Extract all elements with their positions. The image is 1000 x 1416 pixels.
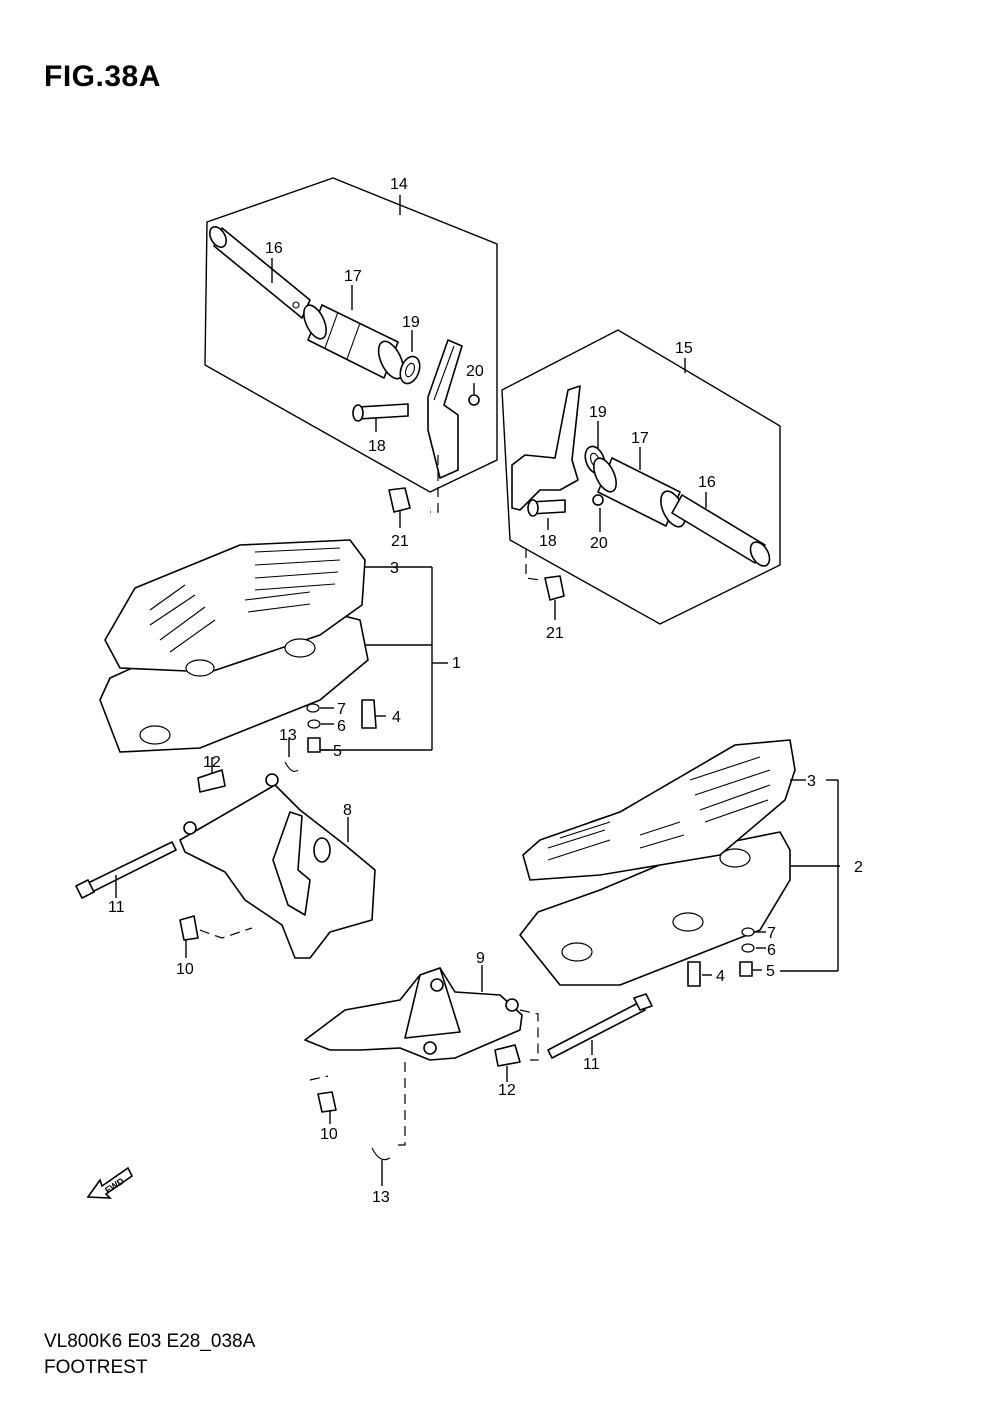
callout-11-right: 11: [583, 1056, 600, 1073]
callout-6-right: 6: [767, 942, 776, 959]
callout-3-left: 3: [390, 560, 399, 577]
callout-7-left: 7: [337, 701, 346, 718]
callout-13-right: 13: [372, 1189, 390, 1206]
washer-19-left: [399, 330, 421, 385]
bracket-right: [511, 385, 606, 532]
callout-4-right: 4: [716, 968, 725, 985]
fwd-arrow-icon: FWD: [86, 1166, 134, 1199]
callout-17-right: 17: [631, 430, 649, 447]
callout-18-right: 18: [539, 533, 557, 550]
roller-17-left: [303, 285, 405, 380]
callout-15: 15: [675, 340, 693, 357]
callout-12-right: 12: [498, 1082, 516, 1099]
pin-16-right: [671, 492, 771, 567]
callout-11-left: 11: [108, 899, 125, 916]
callout-16-right: 16: [698, 474, 716, 491]
callout-10-right: 10: [320, 1126, 338, 1143]
callout-8: 8: [343, 802, 352, 819]
callout-1: 1: [452, 655, 461, 672]
section-name: FOOTREST: [44, 1357, 148, 1378]
callout-12-left: 12: [203, 754, 221, 771]
hardware-right: [687, 927, 766, 987]
callout-20-right: 20: [590, 535, 608, 552]
callout-4-left: 4: [392, 709, 401, 726]
bracket-left: [352, 339, 480, 513]
floorboard-left: [99, 539, 448, 753]
callout-7-right: 7: [767, 925, 776, 942]
callout-labels: 14 16 17 19 20 18 21 15 19 17 16 18 20 2…: [108, 176, 863, 1206]
model-code: VL800K6 E03 E28_038A: [44, 1331, 256, 1352]
callout-13-left: 13: [279, 727, 297, 744]
callout-19-left: 19: [402, 314, 420, 331]
roller-17-right: [593, 447, 686, 528]
bolt-21-right: [525, 548, 565, 620]
bolt-21-left: [388, 487, 411, 528]
callout-21-right: 21: [546, 625, 564, 642]
figure-title: FIG.38A: [44, 60, 161, 93]
mount-bracket-8: [75, 757, 376, 959]
assembly-box-15: [501, 329, 781, 625]
callout-16-left: 16: [265, 240, 283, 257]
callout-21-left: 21: [391, 533, 409, 550]
hardware-left: [284, 699, 386, 772]
callout-10-left: 10: [176, 961, 194, 978]
callout-17-left: 17: [344, 268, 362, 285]
pin-16-left: [209, 226, 311, 319]
callout-6-left: 6: [337, 718, 346, 735]
callout-3-right: 3: [807, 773, 816, 790]
callout-9: 9: [476, 950, 485, 967]
callout-19-right: 19: [589, 404, 607, 421]
callout-2: 2: [854, 859, 863, 876]
mount-bracket-9: [304, 965, 653, 1186]
callout-5-left: 5: [333, 743, 342, 760]
callout-5-right: 5: [766, 963, 775, 980]
callout-18-left: 18: [368, 438, 386, 455]
callout-14: 14: [390, 176, 408, 193]
callout-20-left: 20: [466, 363, 484, 380]
floorboard-right: [519, 739, 840, 986]
assembly-box-14: [204, 177, 498, 493]
